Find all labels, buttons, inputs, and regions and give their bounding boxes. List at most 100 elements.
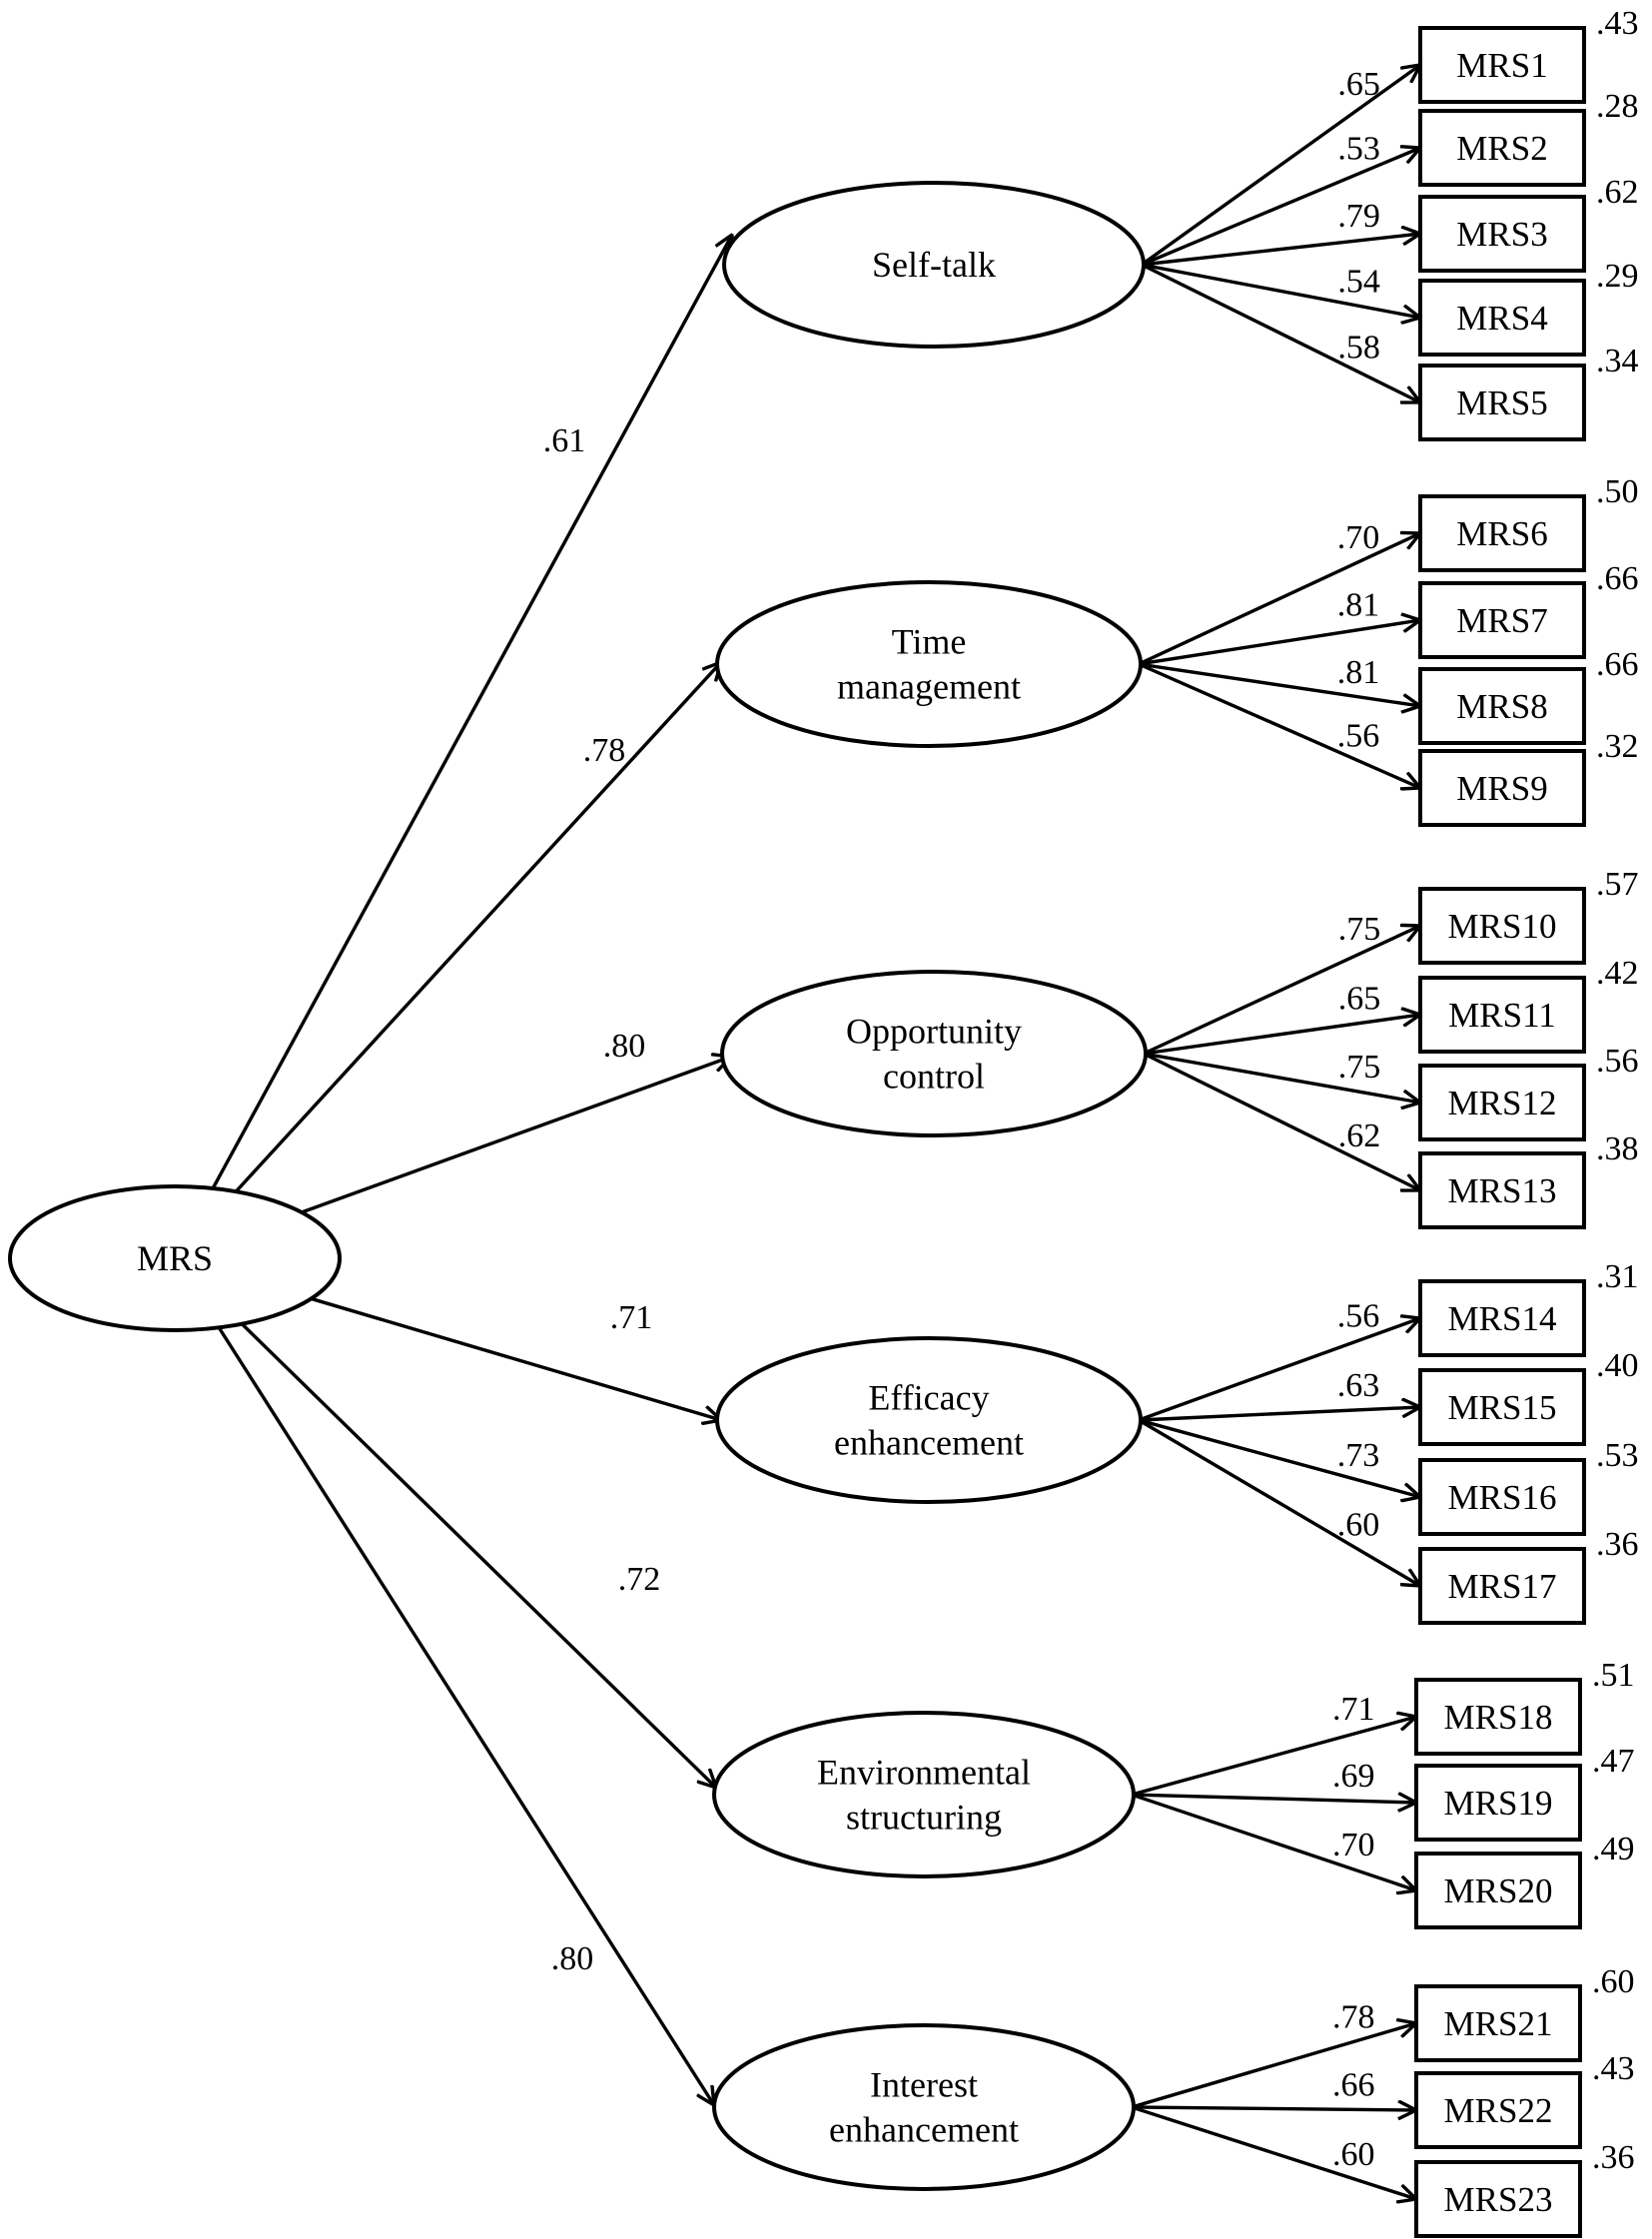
item-loading-label: .54 bbox=[1337, 263, 1380, 300]
path-arrow-factor-to-item bbox=[1143, 1052, 1420, 1103]
r-squared-label: .36 bbox=[1596, 1526, 1639, 1563]
path-arrow-factor-to-item bbox=[1131, 2105, 1416, 2199]
observed-item-label: MRS15 bbox=[1448, 1388, 1557, 1427]
observed-item-label: MRS13 bbox=[1448, 1171, 1557, 1210]
path-arrow-mrs-to-factor bbox=[217, 1326, 714, 2105]
path-arrow-factor-to-item bbox=[1131, 1793, 1416, 1890]
observed-item-box bbox=[1418, 1368, 1586, 1446]
observed-item-box bbox=[1414, 2071, 1582, 2149]
path-arrow-factor-to-item bbox=[1138, 533, 1420, 666]
r-squared-label: .66 bbox=[1596, 646, 1639, 683]
item-loading-label: .65 bbox=[1337, 66, 1380, 103]
observed-item-box bbox=[1418, 26, 1586, 104]
observed-item-label: MRS7 bbox=[1456, 601, 1547, 640]
observed-item-label: MRS19 bbox=[1444, 1784, 1553, 1823]
observed-item-box bbox=[1418, 976, 1586, 1054]
latent-label-factor: Efficacy bbox=[868, 1378, 989, 1418]
item-loading-label: .78 bbox=[1332, 1998, 1375, 2035]
observed-item-label: MRS4 bbox=[1456, 299, 1547, 338]
path-arrow-mrs-to-factor bbox=[211, 235, 732, 1189]
observed-item-label: MRS17 bbox=[1448, 1567, 1557, 1606]
item-loading-label: .73 bbox=[1337, 1437, 1380, 1474]
observed-item-box bbox=[1418, 1279, 1586, 1357]
path-arrow-factor-to-item bbox=[1138, 1418, 1420, 1586]
observed-item-label: MRS22 bbox=[1444, 2091, 1553, 2130]
factor-loading-label: .80 bbox=[551, 1940, 594, 1977]
path-arrow-factor-to-item bbox=[1138, 1418, 1420, 1497]
item-loading-label: .81 bbox=[1337, 587, 1380, 624]
r-squared-label: .32 bbox=[1596, 728, 1639, 765]
r-squared-label: .40 bbox=[1596, 1347, 1639, 1384]
item-loading-label: .81 bbox=[1337, 654, 1380, 691]
r-squared-label: .43 bbox=[1596, 5, 1639, 42]
item-loading-label: .63 bbox=[1337, 1367, 1380, 1404]
observed-item-box bbox=[1418, 364, 1586, 441]
observed-item-label: MRS9 bbox=[1456, 769, 1547, 808]
observed-item-box bbox=[1418, 109, 1586, 187]
r-squared-label: .60 bbox=[1592, 1963, 1635, 2000]
observed-item-label: MRS23 bbox=[1444, 2180, 1553, 2219]
item-loading-label: .69 bbox=[1332, 1758, 1375, 1795]
nodes: MRSSelf-talkMRS1MRS2MRS3MRS4MRS5Timemana… bbox=[8, 26, 1586, 2238]
observed-item-label: MRS21 bbox=[1444, 2004, 1553, 2043]
path-arrow-factor-to-item bbox=[1143, 1015, 1420, 1056]
path-arrow-factor-to-item bbox=[1138, 620, 1420, 666]
latent-label-factor: structuring bbox=[846, 1798, 1002, 1838]
latent-label-factor: Opportunity bbox=[846, 1012, 1022, 1052]
factor-loading-label: .80 bbox=[603, 1028, 646, 1065]
item-loading-label: .58 bbox=[1337, 330, 1380, 367]
path-arrows bbox=[211, 65, 1420, 2199]
item-loading-label: .70 bbox=[1337, 519, 1380, 556]
path-arrow-factor-to-item bbox=[1141, 148, 1420, 267]
path-arrow-mrs-to-factor bbox=[311, 1296, 721, 1420]
observed-item-box bbox=[1418, 1064, 1586, 1141]
observed-item-label: MRS8 bbox=[1456, 687, 1547, 726]
observed-item-box bbox=[1418, 581, 1586, 659]
latent-node-factor bbox=[712, 2023, 1136, 2191]
latent-label-factor: enhancement bbox=[829, 2110, 1019, 2150]
item-loading-label: .60 bbox=[1332, 2136, 1375, 2173]
path-arrow-factor-to-item bbox=[1138, 662, 1420, 706]
observed-item-label: MRS5 bbox=[1456, 383, 1547, 422]
observed-item-box bbox=[1418, 1547, 1586, 1625]
r-squared-label: .36 bbox=[1592, 2139, 1635, 2176]
observed-item-box bbox=[1414, 1764, 1582, 1842]
latent-label-factor: enhancement bbox=[834, 1423, 1024, 1463]
latent-label-factor: Interest bbox=[870, 2065, 978, 2105]
r-squared-label: .29 bbox=[1596, 258, 1639, 295]
r-squared-label: .56 bbox=[1596, 1043, 1639, 1080]
item-loading-label: .70 bbox=[1332, 1827, 1375, 1864]
item-loading-label: .62 bbox=[1338, 1118, 1381, 1154]
observed-item-box bbox=[1418, 1458, 1586, 1536]
latent-label-factor: Environmental bbox=[817, 1753, 1031, 1793]
path-arrow-factor-to-item bbox=[1143, 926, 1420, 1056]
path-arrow-factor-to-item bbox=[1138, 1318, 1420, 1422]
observed-item-label: MRS6 bbox=[1456, 514, 1547, 553]
r-squared-label: .38 bbox=[1596, 1130, 1639, 1167]
path-arrow-factor-to-item bbox=[1131, 2023, 1416, 2109]
observed-item-box bbox=[1414, 2160, 1582, 2238]
observed-item-label: MRS16 bbox=[1448, 1478, 1557, 1517]
latent-node-factor bbox=[715, 1336, 1143, 1504]
observed-item-box bbox=[1414, 1852, 1582, 1929]
factor-loading-label: .78 bbox=[583, 732, 626, 769]
item-loading-label: .56 bbox=[1337, 718, 1380, 755]
r-squared-label: .51 bbox=[1592, 1657, 1635, 1694]
item-loading-label: .56 bbox=[1337, 1297, 1380, 1334]
latent-label-factor: management bbox=[837, 667, 1021, 707]
r-squared-label: .50 bbox=[1596, 473, 1639, 510]
latent-label-factor: Time bbox=[892, 622, 967, 662]
factor-loading-label: .61 bbox=[543, 422, 586, 459]
observed-item-label: MRS2 bbox=[1456, 129, 1547, 168]
r-squared-label: .28 bbox=[1596, 88, 1639, 125]
observed-item-label: MRS18 bbox=[1444, 1698, 1553, 1737]
factor-loading-label: .72 bbox=[618, 1561, 661, 1598]
latent-node-factor bbox=[720, 970, 1148, 1137]
observed-item-box bbox=[1418, 279, 1586, 357]
r-squared-label: .34 bbox=[1596, 343, 1639, 379]
item-loading-label: .75 bbox=[1338, 911, 1381, 948]
r-squared-label: .49 bbox=[1592, 1831, 1635, 1867]
r-squared-label: .62 bbox=[1596, 174, 1639, 211]
path-arrow-mrs-to-factor bbox=[241, 1322, 716, 1788]
